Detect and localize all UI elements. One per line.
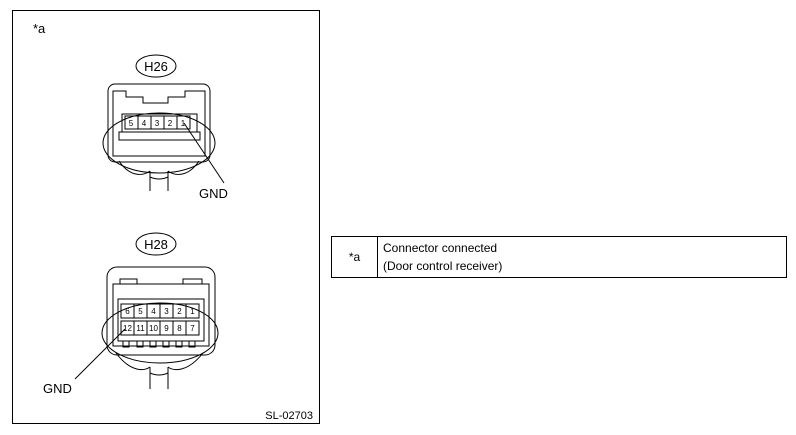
connector-diagram: *a H26 5 4 3 2 1 GND [33, 21, 313, 422]
connector-h28 [74, 232, 219, 389]
h26-terminal-base [118, 131, 201, 141]
h28-wire-bundle [115, 352, 151, 371]
h28-highlight-circle [101, 302, 219, 364]
h28-housing [106, 266, 216, 356]
legend-line-1: Connector connected [383, 241, 498, 255]
figure-code: SL-02703 [265, 410, 313, 422]
h26-wire-bundle [118, 160, 151, 175]
h28-pin-12: 12 [123, 324, 132, 333]
h26-housing-inner [112, 90, 206, 157]
h28-pin-9: 9 [164, 324, 169, 333]
h28-pin-7: 7 [190, 324, 195, 333]
h28-pin-6: 6 [125, 307, 130, 316]
legend-line-2: (Door control receiver) [383, 259, 503, 273]
h26-text: H26 5 4 3 2 1 GND [129, 59, 228, 201]
h28-text: H28 6 5 4 3 2 1 12 11 10 9 8 7 GND [43, 237, 195, 396]
h26-gnd-label: GND [199, 186, 228, 201]
h26-pin-1: 1 [181, 119, 186, 128]
legend-description: Connector connected (Door control receiv… [378, 237, 786, 277]
h28-pin-1: 1 [190, 307, 195, 316]
h26-gnd-leader [183, 122, 225, 184]
h26-housing [107, 83, 211, 163]
h28-pin-10: 10 [149, 324, 158, 333]
h28-label: H28 [144, 237, 168, 252]
h26-pin-4: 4 [142, 119, 147, 128]
h26-highlight-circle [102, 112, 216, 174]
legend-key: *a [332, 237, 378, 277]
h28-pin-2: 2 [177, 307, 182, 316]
h28-pin-8: 8 [177, 324, 182, 333]
legend-table: *a Connector connected (Door control rec… [331, 236, 787, 278]
h26-label-oval [135, 54, 177, 78]
h28-terminal-block [117, 298, 205, 342]
h28-pin-3: 3 [164, 307, 169, 316]
h26-pin-2: 2 [168, 119, 173, 128]
h28-pin-4: 4 [151, 307, 156, 316]
h26-pin-3: 3 [155, 119, 160, 128]
h28-gnd-label: GND [43, 381, 72, 396]
h28-label-oval [135, 232, 177, 256]
h28-pin-5: 5 [138, 307, 143, 316]
figure-marker: *a [33, 21, 46, 36]
figure-panel: *a H26 5 4 3 2 1 GND [12, 10, 320, 424]
h28-pin-11: 11 [136, 324, 145, 333]
connector-h26 [102, 54, 225, 191]
h26-label: H26 [144, 59, 168, 74]
h28-gnd-leader [74, 328, 126, 380]
h26-pin-5: 5 [129, 119, 134, 128]
